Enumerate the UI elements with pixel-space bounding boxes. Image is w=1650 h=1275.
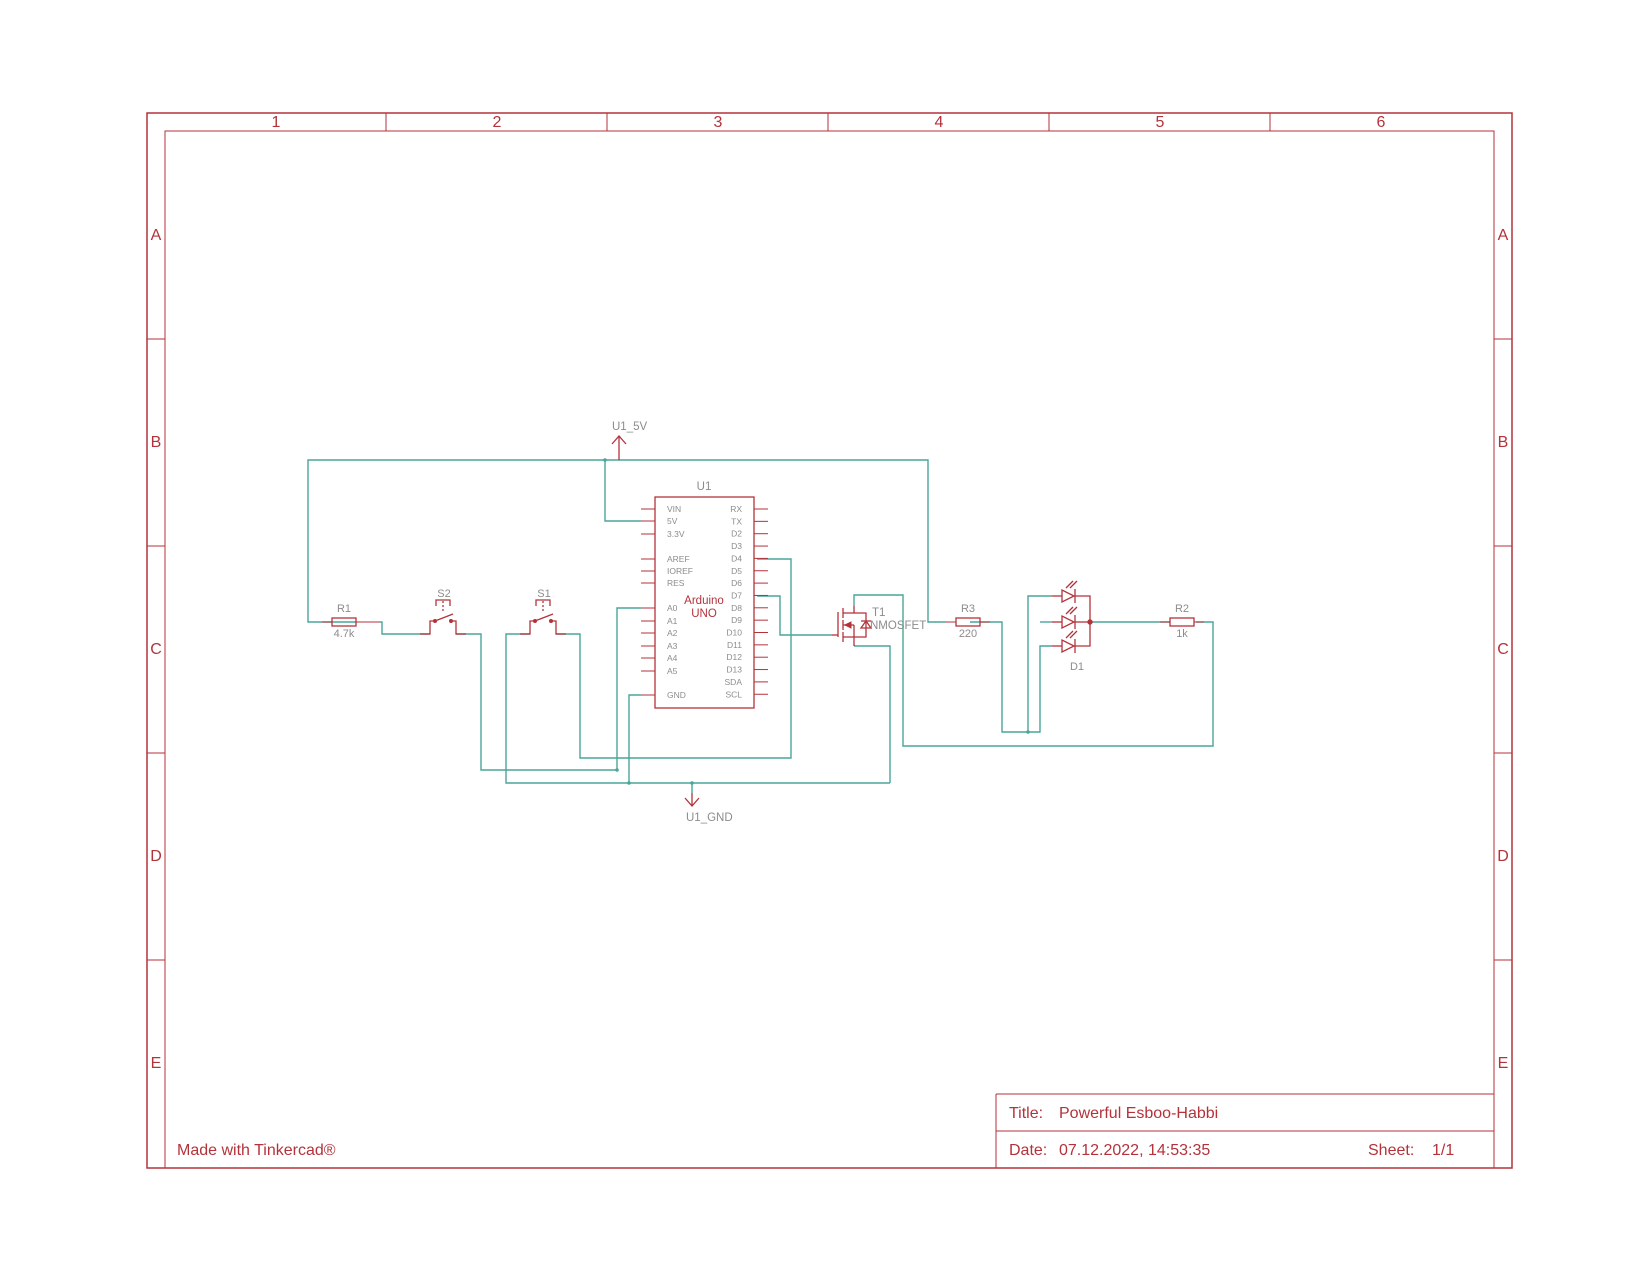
u1-pin-label: D5 [731, 566, 742, 576]
column-label: 6 [1377, 114, 1386, 131]
power-net-label: U1_5V [612, 421, 647, 433]
u1-pin-label: A3 [667, 641, 678, 651]
row-label: B [151, 434, 162, 451]
title-block: Title: Powerful Esboo-Habbi Date: 07.12.… [995, 1093, 1494, 1168]
u1-pin-label: D13 [726, 665, 742, 675]
outer-border [146, 112, 1513, 1169]
drawing-frame: 1 2 3 4 5 6 A B C D E A B C D E [146, 112, 1513, 1169]
u1-pin-label: GND [667, 690, 686, 700]
wire-s1-d4 [556, 558, 792, 759]
u1-pin-label: 3.3V [667, 529, 685, 539]
inner-border [164, 130, 1495, 1169]
column-label: 5 [1156, 114, 1165, 131]
u1-pin-label: A5 [667, 666, 678, 676]
wire-source-gnd [854, 645, 891, 783]
u1-pin-label: IOREF [667, 566, 693, 576]
u1-pin-label: D4 [731, 553, 742, 563]
u1-name-line2: UNO [691, 608, 717, 620]
column-label: 2 [493, 114, 502, 131]
column-label: 3 [714, 114, 723, 131]
u1-pin-label: D2 [731, 529, 742, 539]
wire-r1-s2 [380, 621, 430, 635]
r3-value: 220 [959, 628, 977, 640]
u1-pin-label: A4 [667, 653, 678, 663]
u1-pin-label: RES [667, 578, 685, 588]
arduino-uno: U1 Arduino UNO VIN 5V 3.3V AREF IOREF RES A0A1… [641, 481, 768, 709]
r1-value: 4.7k [334, 628, 355, 640]
wire-gnd [628, 694, 641, 783]
wire-d7-gate [757, 595, 832, 636]
row-label: D [1497, 848, 1509, 865]
u1-pin-label: D6 [731, 578, 742, 588]
row-label: A [151, 227, 162, 244]
wire-drain-r2 [853, 594, 1214, 747]
wire-s1-gnd [505, 633, 890, 784]
u1-pin-label: D7 [731, 590, 742, 600]
u1-pin-label: D12 [726, 652, 742, 662]
u1-name-line1: Arduino [684, 595, 724, 607]
row-label: E [151, 1055, 162, 1072]
column-label: 1 [272, 114, 281, 131]
s2-ref: S2 [437, 588, 450, 600]
column-label: 4 [935, 114, 944, 131]
row-label: B [1498, 434, 1509, 451]
sheet-value: 1/1 [1432, 1142, 1454, 1159]
row-label: E [1498, 1055, 1509, 1072]
power-symbol: U1_5V [611, 421, 647, 460]
u1-pin-label: SCL [725, 689, 742, 699]
row-label: A [1498, 227, 1509, 244]
wire-5v-rail [307, 459, 946, 623]
u1-pin-label: VIN [667, 504, 681, 514]
d1-ref: D1 [1070, 661, 1084, 673]
row-label: C [1497, 641, 1509, 658]
u1-pin-label: D3 [731, 541, 742, 551]
r2-value: 1k [1176, 628, 1188, 640]
title-value: Powerful Esboo-Habbi [1059, 1105, 1218, 1122]
u1-pin-label: SDA [725, 677, 743, 687]
switch-s1: S1 [520, 588, 566, 635]
resistor-r3: R3 220 [946, 603, 990, 640]
ground-symbol: U1_GND [684, 793, 733, 824]
led-d1: D1 [1052, 580, 1093, 673]
row-label: C [150, 641, 162, 658]
wire-led-top [1027, 595, 1052, 732]
switch-s2: S2 [420, 588, 466, 635]
tinkercad-credit: Made with Tinkercad® [177, 1142, 336, 1159]
r3-ref: R3 [961, 603, 975, 615]
u1-pin-label: RX [730, 504, 742, 514]
wire-r3-leds [970, 621, 1052, 733]
t1-value: NMOSFET [870, 620, 926, 632]
u1-pin-label: TX [731, 516, 742, 526]
resistor-r2: R2 1k [1160, 603, 1204, 640]
u1-pin-label: D11 [727, 640, 742, 650]
u1-pin-label: 5V [667, 516, 678, 526]
date-label: Date: [1009, 1142, 1047, 1159]
mosfet-t1: T1 NMOSFET [832, 606, 926, 646]
u1-ref: U1 [697, 481, 712, 493]
wires [307, 459, 1214, 793]
r2-ref: R2 [1175, 603, 1189, 615]
t1-ref: T1 [872, 607, 885, 619]
u1-pin-label: A1 [667, 616, 678, 626]
sheet-label: Sheet: [1368, 1142, 1414, 1159]
u1-pin-label: AREF [667, 554, 690, 564]
u1-pin-label: A0 [667, 603, 678, 613]
title-label: Title: [1009, 1105, 1043, 1122]
wire-5v-arduino [604, 460, 641, 522]
resistor-r1: R1 4.7k [322, 603, 380, 640]
row-label: D [150, 848, 162, 865]
u1-pin-label: D8 [731, 603, 742, 613]
u1-pin-label: D9 [731, 615, 742, 625]
u1-pin-label: A2 [667, 628, 678, 638]
junctions [603, 458, 1030, 785]
wire-s2-a0 [456, 607, 641, 771]
s1-ref: S1 [537, 588, 550, 600]
date-value: 07.12.2022, 14:53:35 [1059, 1142, 1210, 1159]
u1-pin-label: D10 [726, 628, 742, 638]
r1-ref: R1 [337, 603, 351, 615]
ground-net-label: U1_GND [686, 812, 733, 824]
